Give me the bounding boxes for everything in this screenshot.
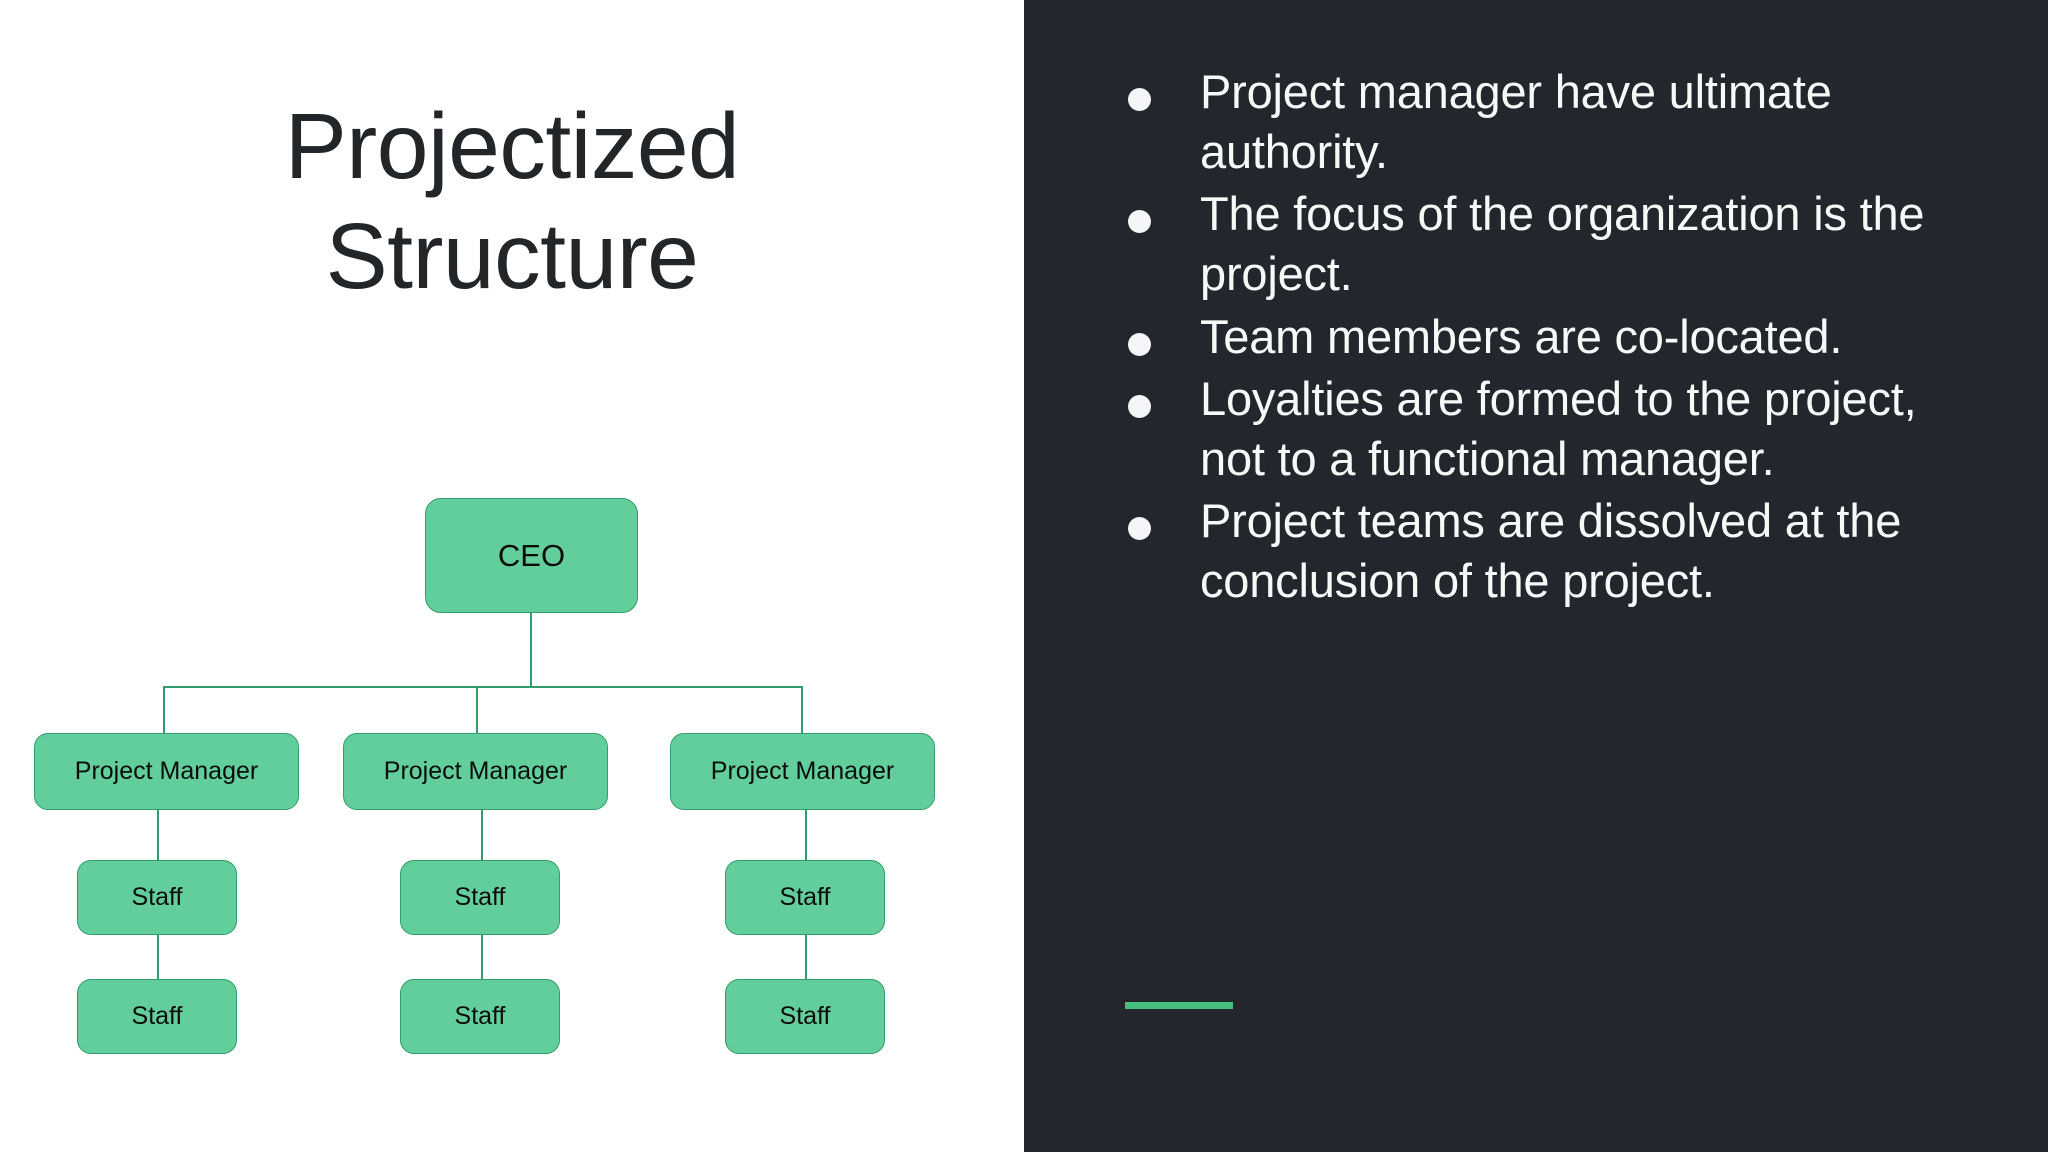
bullet-text: Project teams are dissolved at the concl… (1200, 494, 1902, 608)
bullet-dot-icon (1128, 394, 1151, 418)
list-item: Loyalties are formed to the project, not… (1128, 369, 1988, 489)
bullet-dot-icon (1128, 88, 1151, 111)
bullet-text: Project manager have ultimate authority. (1200, 65, 1832, 179)
bullet-list: Project manager have ultimate authority.… (1128, 62, 1988, 613)
bullet-text: Team members are co-located. (1200, 309, 1843, 363)
org-node-project-manager-2[interactable]: Project Manager (343, 733, 608, 810)
accent-underline-bar (1125, 1002, 1233, 1009)
org-node-staff-r2-c3-label: Staff (779, 1002, 831, 1030)
org-node-staff-r2-c2[interactable]: Staff (400, 979, 560, 1054)
connector-staff-1-to-staff-2-col-3 (805, 935, 807, 979)
connector-pm-1-to-staff-1 (157, 810, 159, 860)
org-node-staff-r2-c3[interactable]: Staff (725, 979, 885, 1054)
org-node-project-manager-3[interactable]: Project Manager (670, 733, 935, 810)
list-item: Team members are co-located. (1128, 307, 1988, 367)
connector-horizontal-bus (163, 686, 802, 688)
connector-bus-to-pm-1 (163, 686, 165, 733)
bullet-text: Loyalties are formed to the project, not… (1200, 371, 1917, 485)
org-node-staff-r1-c2-label: Staff (454, 883, 506, 911)
left-panel: Projectized Structure CEO Project Manage… (0, 92, 1024, 1054)
connector-bus-to-pm-2 (476, 686, 478, 733)
list-item: The focus of the organization is the pro… (1128, 184, 1988, 304)
page-title: Projectized Structure (0, 92, 1024, 311)
org-node-staff-r1-c3-label: Staff (779, 883, 831, 911)
org-node-ceo[interactable]: CEO (425, 498, 638, 613)
connector-bus-to-pm-3 (801, 686, 803, 733)
org-node-staff-r1-c1-label: Staff (131, 883, 183, 911)
org-node-staff-r2-c1-label: Staff (131, 1002, 183, 1030)
list-item: Project teams are dissolved at the concl… (1128, 491, 1988, 611)
page-title-line-1: Projectized (284, 94, 740, 198)
bullet-dot-icon (1128, 210, 1151, 234)
bullet-text: The focus of the organization is the pro… (1200, 187, 1925, 301)
org-node-staff-r1-c2[interactable]: Staff (400, 860, 560, 935)
bullet-dot-icon (1128, 332, 1151, 356)
org-node-ceo-label: CEO (497, 537, 566, 573)
org-node-project-manager-3-label: Project Manager (710, 757, 895, 785)
connector-staff-1-to-staff-2-col-1 (157, 935, 159, 979)
connector-pm-3-to-staff-1 (805, 810, 807, 860)
org-node-staff-r1-c1[interactable]: Staff (77, 860, 237, 935)
org-node-staff-r2-c2-label: Staff (454, 1002, 506, 1030)
bullet-dot-icon (1128, 517, 1151, 541)
org-node-project-manager-1-label: Project Manager (74, 757, 259, 785)
org-chart: CEO Project Manager Project Manager Proj… (34, 498, 935, 1054)
right-panel: Project manager have ultimate authority.… (1024, 0, 2048, 1152)
page-title-line-2: Structure (325, 203, 699, 308)
connector-pm-2-to-staff-1 (481, 810, 483, 860)
org-node-project-manager-1[interactable]: Project Manager (34, 733, 299, 810)
list-item: Project manager have ultimate authority. (1128, 62, 1988, 182)
connector-staff-1-to-staff-2-col-2 (481, 935, 483, 979)
org-node-project-manager-2-label: Project Manager (383, 757, 568, 785)
org-node-staff-r2-c1[interactable]: Staff (77, 979, 237, 1054)
connector-ceo-down (530, 613, 532, 687)
org-node-staff-r1-c3[interactable]: Staff (725, 860, 885, 935)
